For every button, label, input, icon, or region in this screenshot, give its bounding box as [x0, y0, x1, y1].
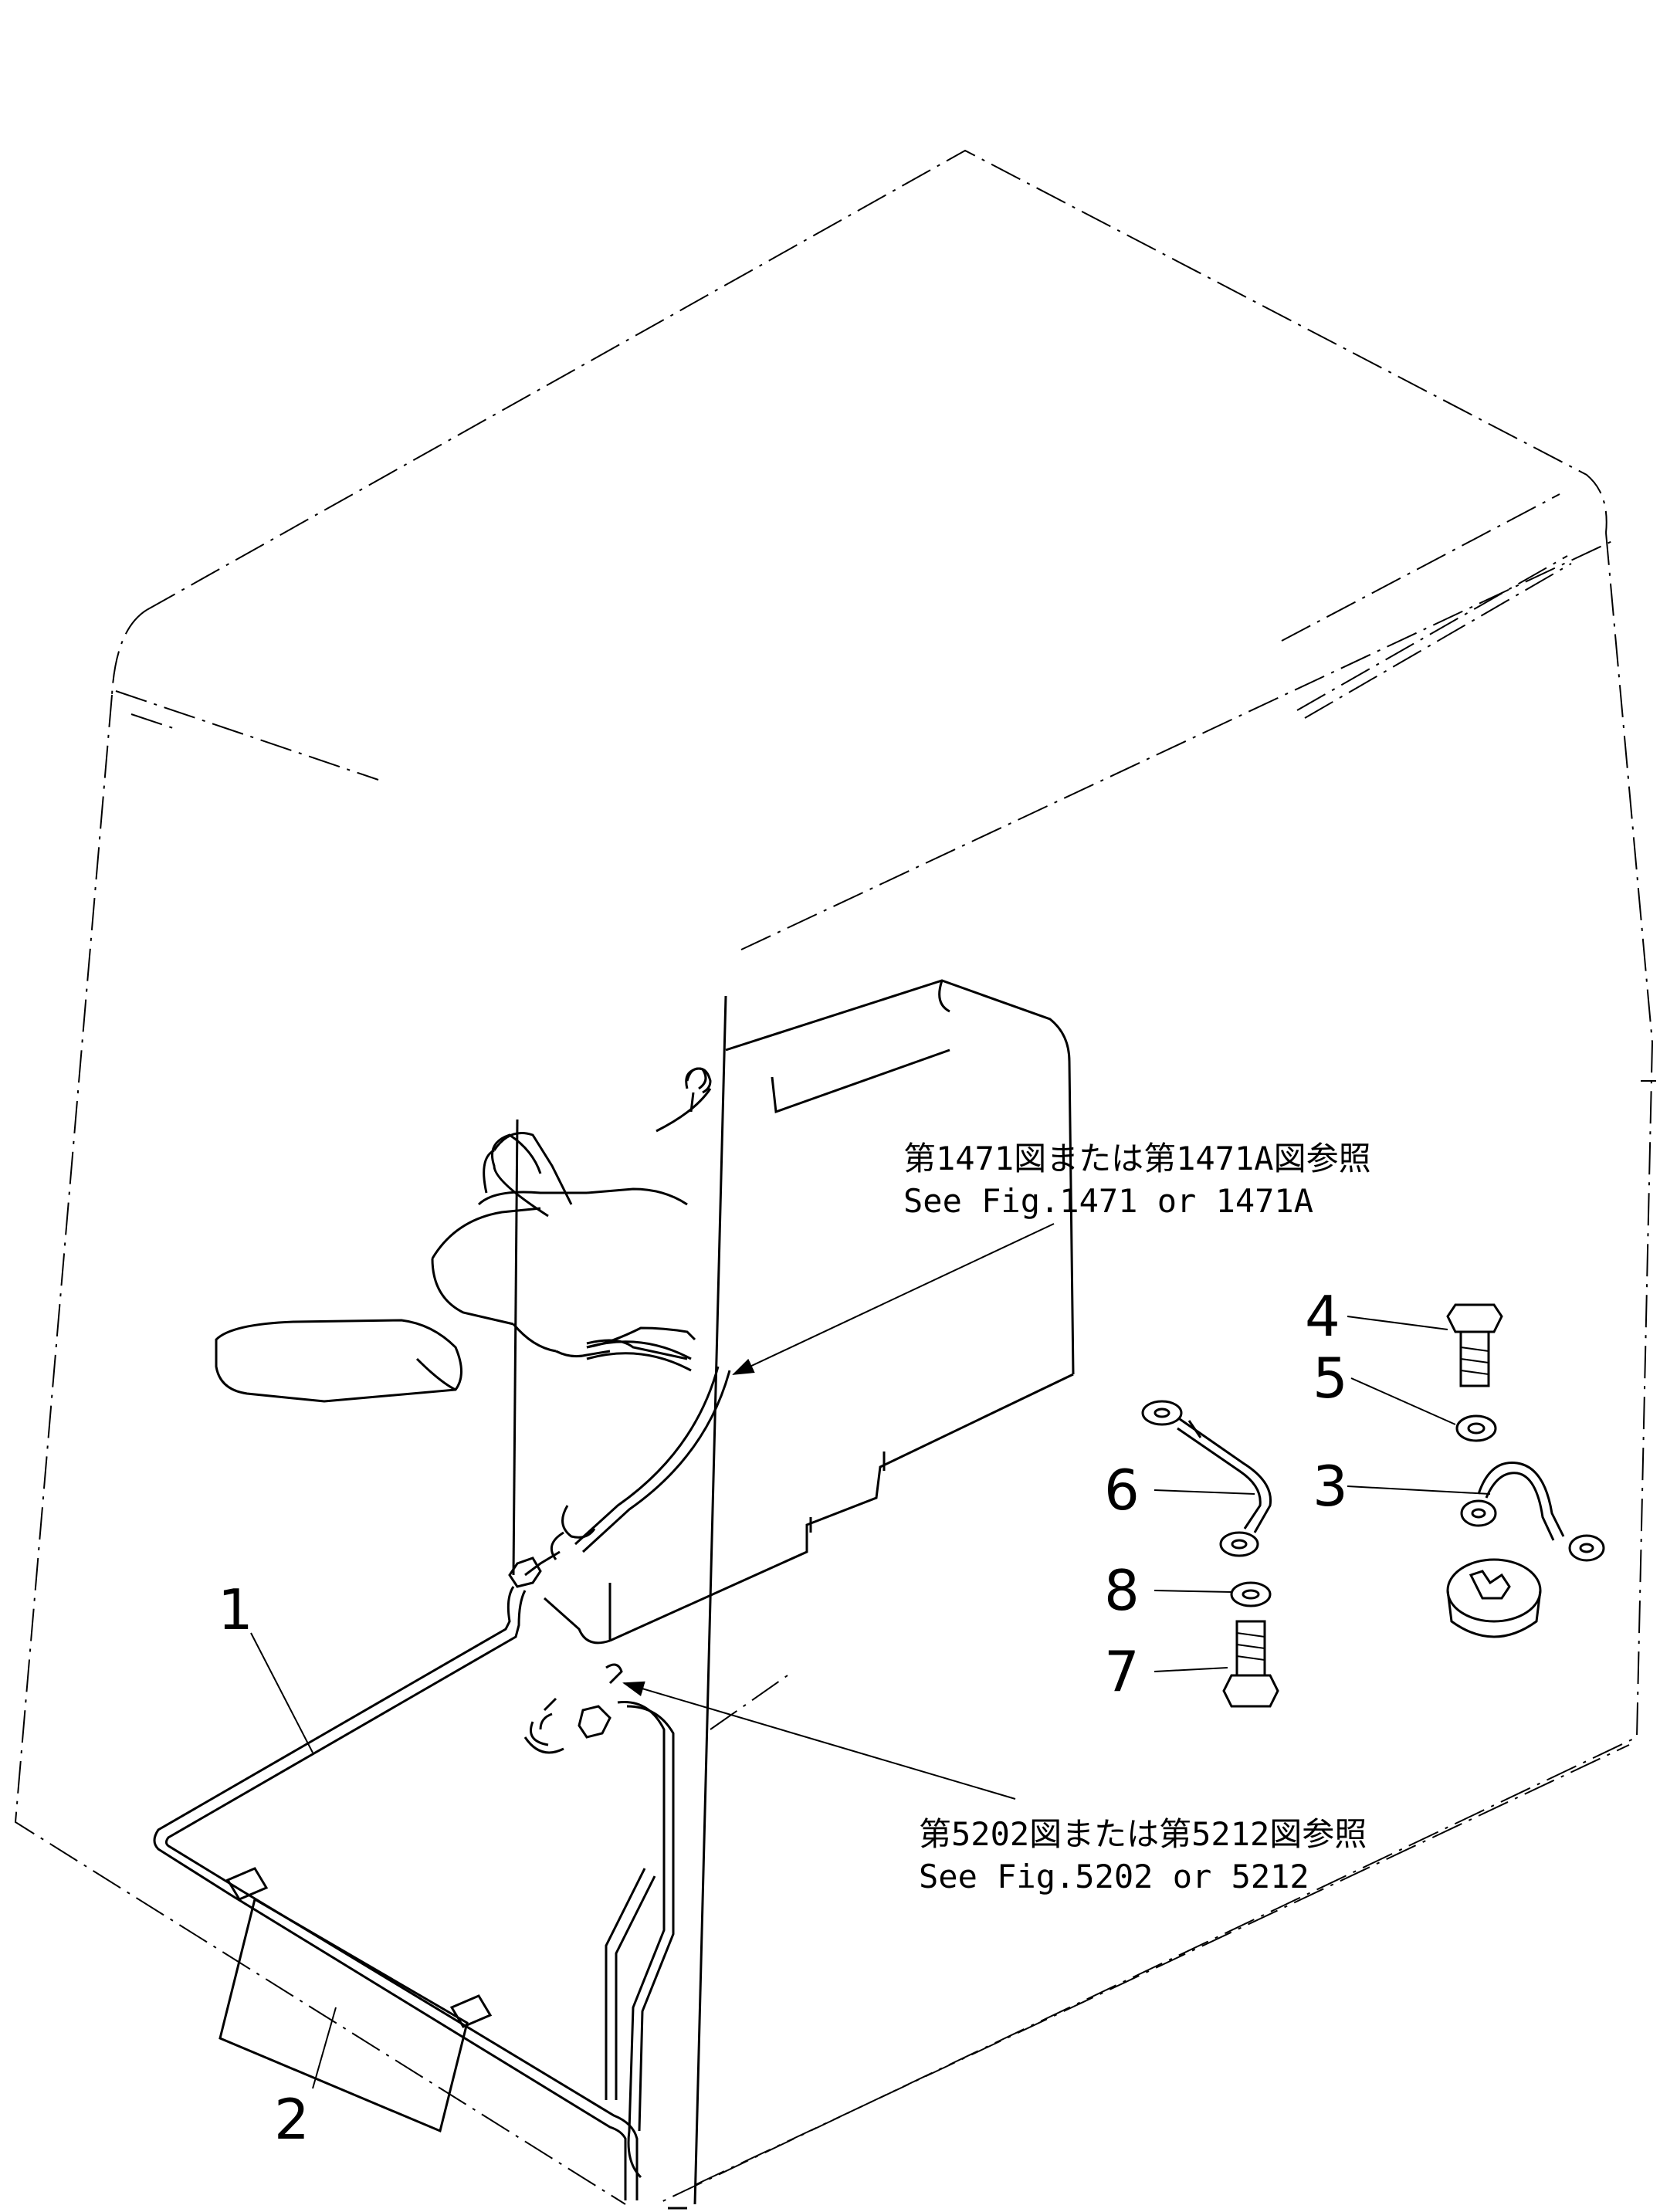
leader-lines: [250, 1223, 1491, 2089]
console-harness: [508, 1366, 731, 1588]
part-1-harness: [153, 1586, 639, 2200]
part-2-plate: [219, 1897, 469, 2133]
callout-7: 7: [1104, 1639, 1140, 1704]
callout-8: 8: [1104, 1558, 1140, 1623]
inner-panel: [668, 995, 1630, 2210]
cab-outline: [14, 149, 1656, 2205]
callout-4: 4: [1305, 1284, 1340, 1349]
part-7-bolt: [1222, 1620, 1279, 1708]
seat-console-assembly: [215, 979, 1075, 1645]
callout-2: 2: [274, 2087, 310, 2152]
reference-1471-jp: 第1471図または第1471A図参照: [903, 1140, 1371, 1177]
part-6-cable: [1141, 1400, 1272, 1557]
callout-numbers: 1 2 3 4 5 6 7 8: [218, 1284, 1348, 2152]
reference-5202-jp: 第5202図または第5212図参照: [919, 1815, 1367, 1853]
terminal-cap: [1446, 1558, 1542, 1638]
callout-5: 5: [1313, 1346, 1348, 1411]
callout-6: 6: [1104, 1458, 1140, 1523]
ground-harness: [523, 1663, 675, 2179]
reference-5202-en: See Fig.5202 or 5212: [919, 1858, 1309, 1895]
callout-3: 3: [1313, 1454, 1348, 1519]
part-5-washer: [1455, 1414, 1497, 1442]
part-3-ground-cable: [1460, 1462, 1605, 1562]
part-8-washer: [1230, 1581, 1272, 1607]
reference-1471-en: See Fig.1471 or 1471A: [903, 1182, 1313, 1220]
reference-note-1471: 第1471図または第1471A図参照 See Fig.1471 or 1471A: [903, 1140, 1371, 1220]
part-4-bolt: [1446, 1303, 1503, 1387]
callout-1: 1: [218, 1577, 253, 1642]
reference-note-5202: 第5202図または第5212図参照 See Fig.5202 or 5212: [919, 1815, 1367, 1895]
